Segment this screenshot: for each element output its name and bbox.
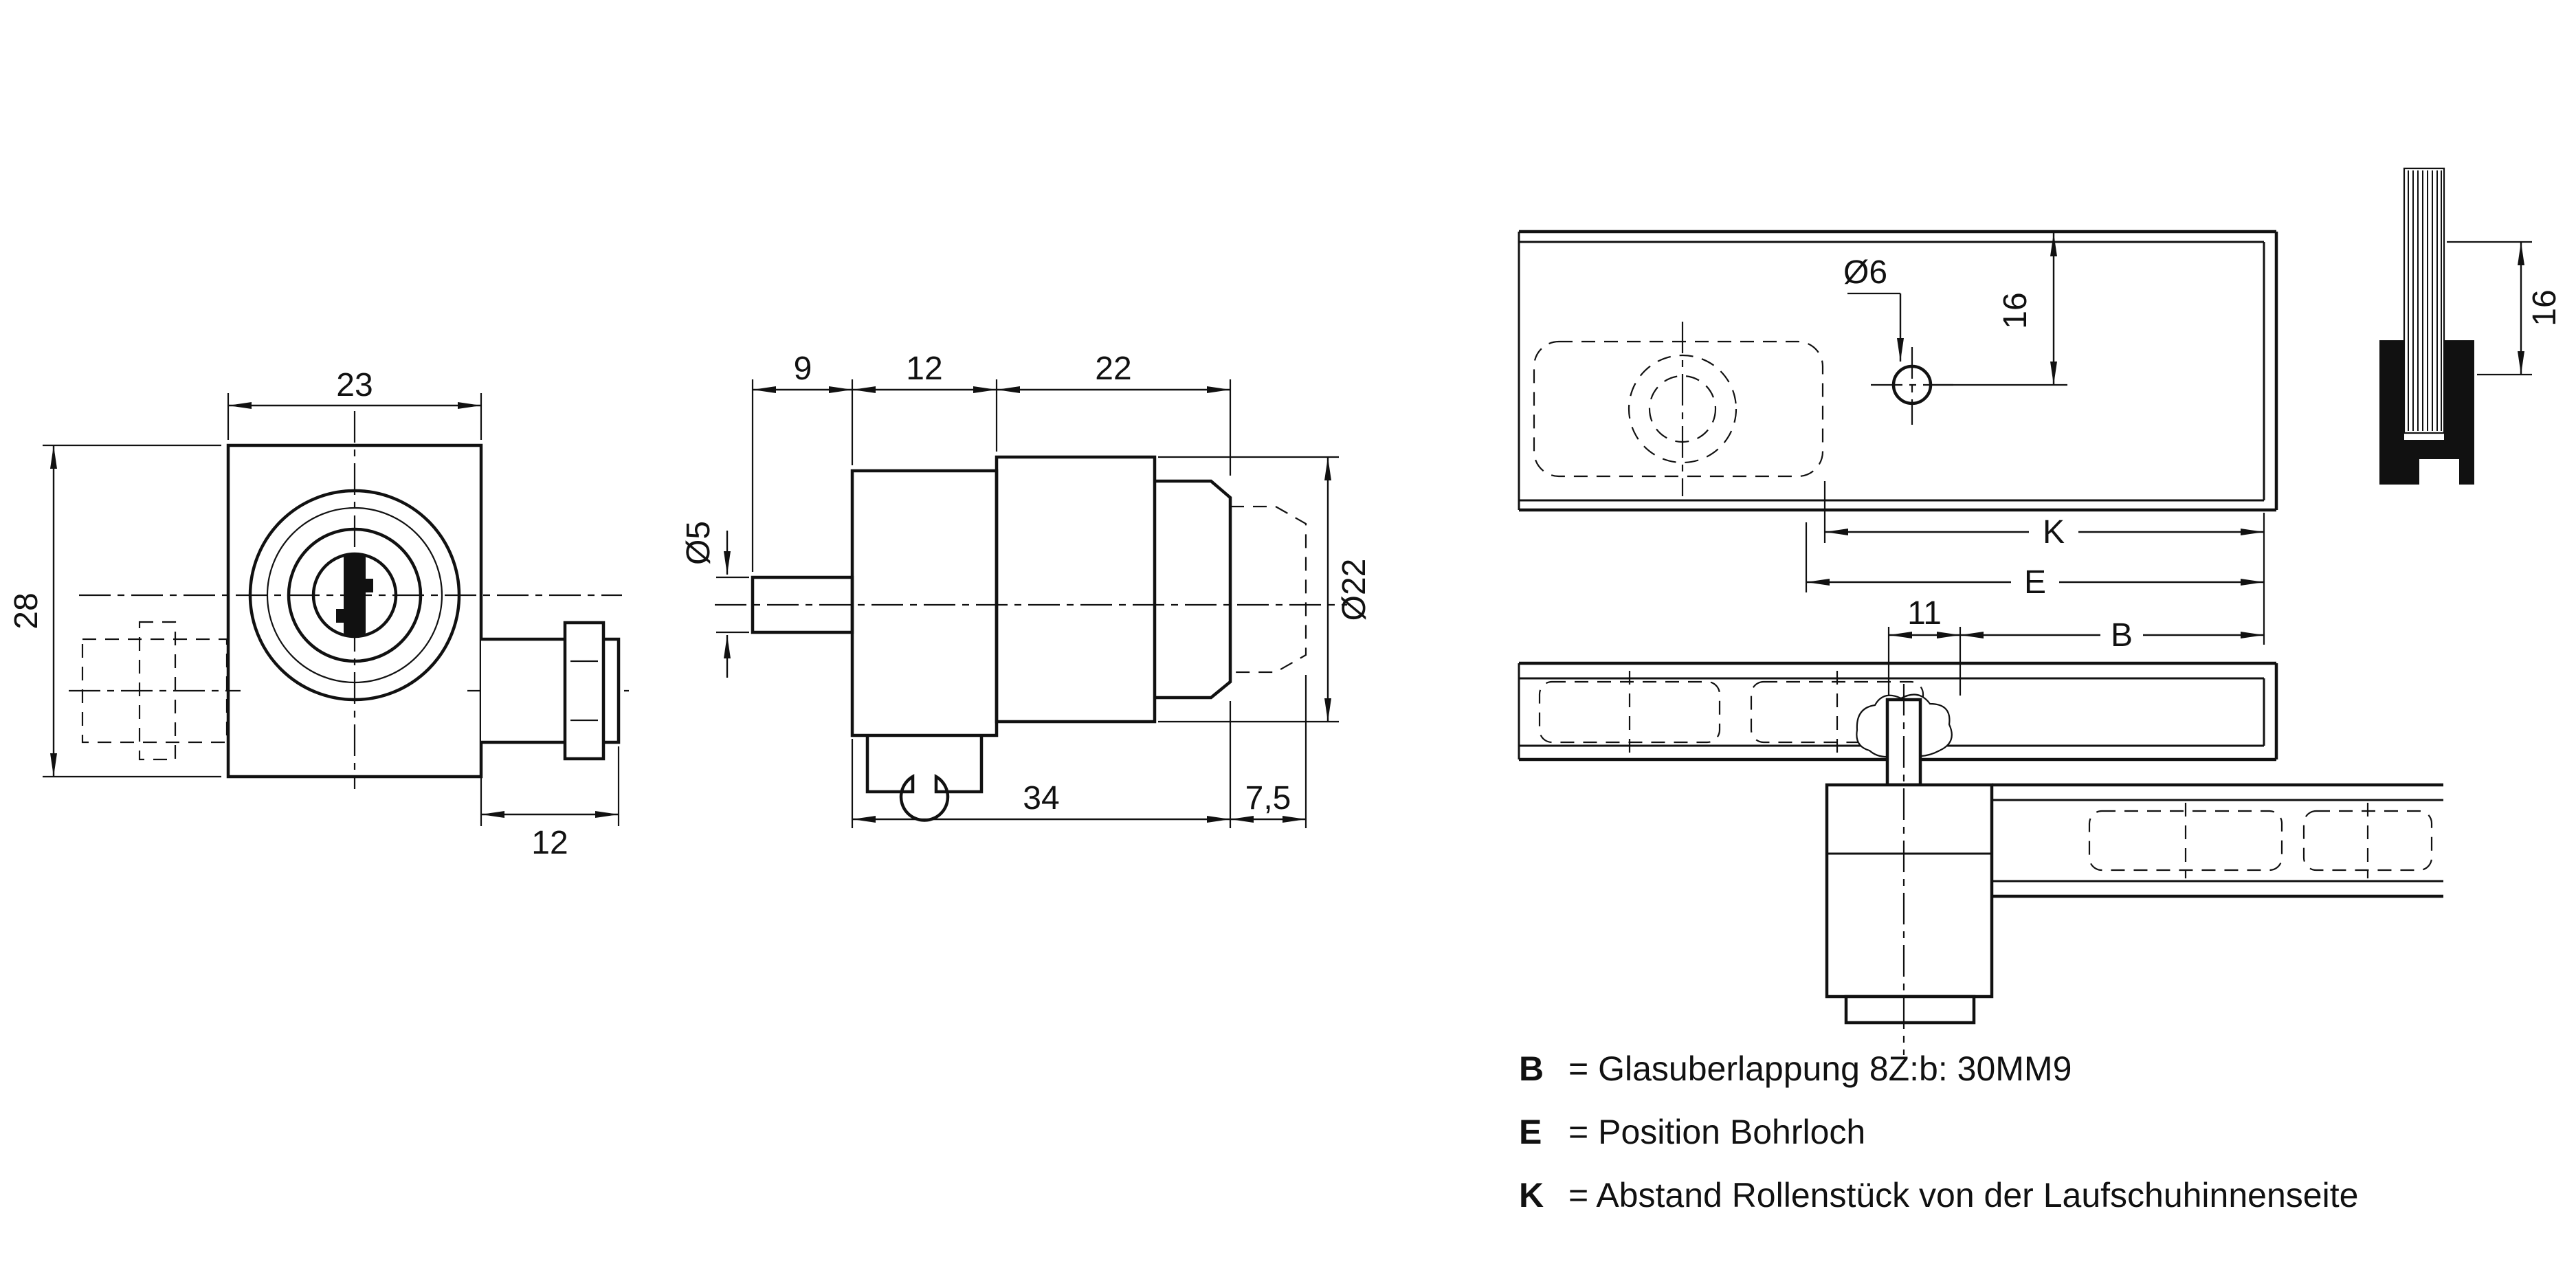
hidden-roller — [2088, 810, 2283, 871]
dim-body-diameter: Ø22 — [1336, 559, 1373, 621]
clamp-profile — [2379, 340, 2474, 485]
dim-hole-diameter: Ø6 — [1843, 254, 1887, 291]
roller-carriage — [1825, 783, 1994, 999]
glass-pane — [2403, 167, 2445, 434]
dim-seg-a: 9 — [794, 351, 812, 387]
keyway — [336, 554, 373, 636]
legend-key-e: E — [1519, 1113, 1542, 1151]
dim-latch-width: 12 — [531, 825, 568, 861]
legend-key-b: B — [1519, 1050, 1544, 1088]
front-view: 23 28 12 — [8, 367, 629, 861]
cylinder-ring-outer — [248, 489, 461, 702]
carriage-foot — [1844, 995, 1976, 1025]
label-b: B — [2111, 617, 2133, 654]
section-view: 16 — [2379, 167, 2563, 485]
legend-text-k: = Abstand Rollenstück von der Laufschuhi… — [1568, 1176, 2358, 1214]
legend-text-e: = Position Bohrloch — [1568, 1113, 1865, 1151]
dim-shaft-diameter: Ø5 — [680, 521, 717, 565]
cylinder-body — [995, 455, 1157, 724]
dim-seg-b: 12 — [906, 351, 942, 387]
lock-body — [226, 443, 483, 779]
dim-pin-offset: 11 — [1907, 595, 1942, 632]
clip — [865, 735, 984, 822]
mounting-block — [850, 469, 999, 737]
legend-text-b: = Glasuberlappung 8Z:b: 30MM9 — [1568, 1050, 2072, 1088]
hidden-roller — [1538, 680, 1721, 744]
dim-glass-depth: 16 — [2527, 289, 2563, 326]
running-rail — [1992, 783, 2443, 898]
dim-tip-length: 7,5 — [1245, 780, 1291, 817]
dim-height: 28 — [8, 592, 45, 629]
installation-view: Ø6 16 K E 11 B — [1518, 230, 2443, 1055]
dim-body-length: 34 — [1023, 780, 1059, 817]
side-view: 9 12 22 Ø5 Ø22 34 7,5 — [680, 351, 1373, 828]
hidden-bolt — [81, 638, 228, 744]
legend: B = Glasuberlappung 8Z:b: 30MM9 E = Posi… — [1519, 1050, 2358, 1214]
label-e: E — [2024, 564, 2046, 601]
label-k: K — [2043, 514, 2065, 551]
dim-seg-c: 22 — [1095, 351, 1131, 387]
dim-hole-offset: 16 — [1997, 292, 2034, 329]
hidden-tip — [1230, 505, 1307, 674]
top-rail — [1518, 230, 2278, 512]
legend-key-k: K — [1519, 1176, 1544, 1214]
dim-width: 23 — [336, 367, 373, 403]
cylinder-nose — [1155, 479, 1232, 700]
hidden-roller-piece — [1533, 340, 1824, 478]
